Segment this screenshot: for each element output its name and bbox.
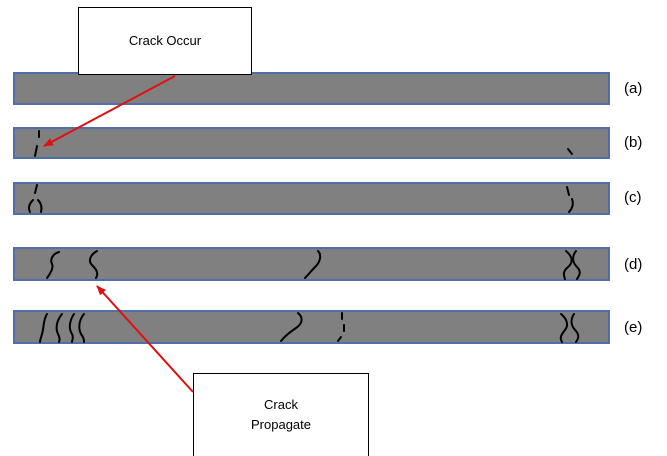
bar-label-c: (c): [624, 189, 642, 206]
crack-propagate-callout: Crack Propagate: [193, 373, 369, 456]
bar-label-e: (e): [624, 319, 643, 336]
arrow-crack-propagate: [96, 285, 194, 393]
crack-occur-label: Crack Occur: [128, 32, 202, 48]
bar-label-b: (b): [624, 134, 643, 151]
beam-bar-b: [13, 127, 610, 159]
crack-propagate-label-line2: Propagate: [251, 417, 311, 432]
bar-label-d: (d): [624, 256, 643, 273]
crack-propagate-label-line1: Crack: [264, 396, 298, 412]
beam-bar-d: [13, 247, 610, 281]
cracks-bar-c: [28, 184, 574, 213]
arrow-crack-occur: [43, 75, 176, 147]
cracks-bar-e: [39, 312, 580, 343]
cracks-bar-d: [46, 250, 581, 280]
crack-occur-callout: Crack Occur: [78, 7, 252, 75]
beam-bar-a: [13, 72, 610, 105]
cracks-bar-b: [34, 130, 573, 157]
beam-bar-c: [13, 182, 610, 215]
bar-label-a: (a): [624, 80, 643, 97]
beam-bar-e: [13, 310, 610, 344]
